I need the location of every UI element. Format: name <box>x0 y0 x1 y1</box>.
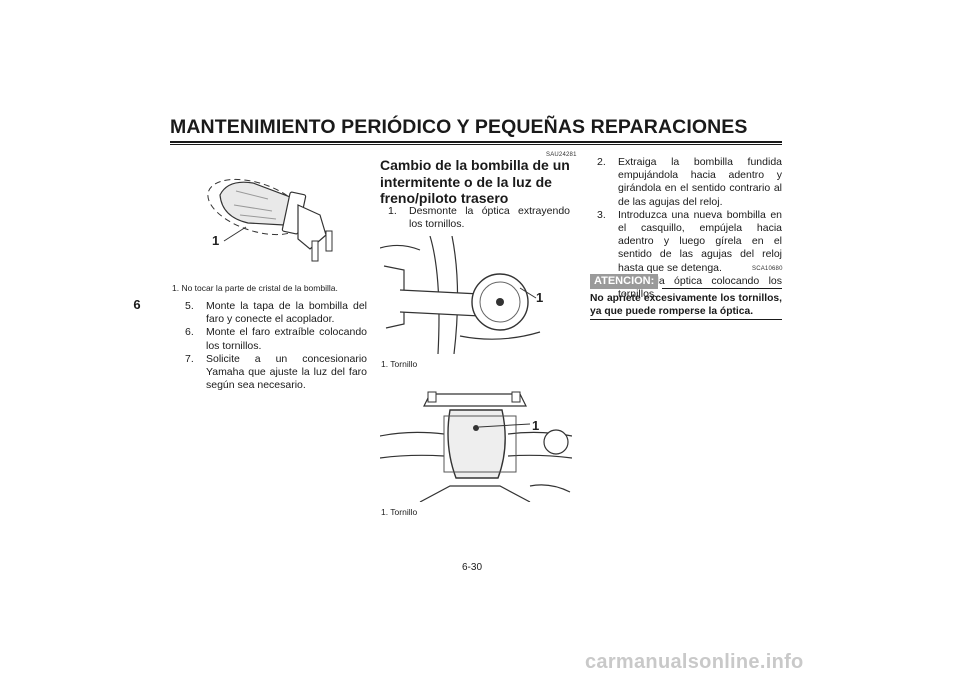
step-number: 6. <box>185 326 194 339</box>
caution-text: No apriete excesivamente los tornillos, … <box>590 293 782 317</box>
turn-signal-callout: 1 <box>536 290 544 305</box>
headlight-callout: 1 <box>212 233 220 248</box>
step-text: Monte la tapa de la bombilla del faro y … <box>206 300 367 326</box>
list-item: 3. Introduzca una nueva bombilla en el ca… <box>597 209 782 275</box>
tail-light-callout: 1 <box>532 418 540 433</box>
step-number: 3. <box>597 208 606 221</box>
header-rule <box>170 141 782 143</box>
step-text: Solicite a un concesionario Yamaha que a… <box>206 352 367 392</box>
tail-light-figure <box>380 391 572 502</box>
caution-rule <box>662 288 782 289</box>
headlight-bulb-figure <box>207 178 333 262</box>
page-title: MANTENIMIENTO PERIÓDICO Y PEQUEÑAS REPAR… <box>170 116 748 138</box>
step-number: 1. <box>388 205 397 217</box>
caution-code: SCA10680 <box>752 266 783 272</box>
section-code: SAU24281 <box>546 152 577 158</box>
step-number: 5. <box>185 300 194 312</box>
step-number: 2. <box>597 156 606 168</box>
step-text: Introduzca una nueva bombilla en el casq… <box>618 208 782 274</box>
list-item: 1. Desmonte la óptica extrayendo los torn… <box>388 205 570 231</box>
caution-bottom-rule <box>590 319 782 320</box>
tail-light-caption: 1. Tornillo <box>381 507 418 517</box>
headlight-caption: 1. No tocar la parte de cristal de la bo… <box>172 283 338 293</box>
chapter-tab: 6 <box>133 297 141 312</box>
list-item: 2. Extraiga la bombilla fundida empujándo… <box>597 156 782 209</box>
step-number: 7. <box>185 352 194 365</box>
turn-signal-steps: 1. Desmonte la óptica extrayendo los torn… <box>388 205 570 231</box>
header-rule-thin <box>170 144 782 145</box>
headlight-steps: 5. Monte la tapa de la bombilla del faro … <box>185 300 367 392</box>
list-item: 6. Monte el faro extraíble colocando los … <box>185 326 367 352</box>
watermark: carmanualsonline.info <box>585 651 804 673</box>
bulb-replacement-steps: 2. Extraiga la bombilla fundida empujándo… <box>597 156 782 301</box>
list-item: 5. Monte la tapa de la bombilla del faro … <box>185 300 367 326</box>
step-text: Monte la óptica colocando los tornillos. <box>618 274 782 301</box>
page-number: 6-30 <box>462 562 483 573</box>
turn-signal-figure <box>380 236 541 354</box>
turn-signal-caption: 1. Tornillo <box>381 359 418 369</box>
section-title: Cambio de la bombilla de un intermitente… <box>380 157 570 206</box>
step-text: Extraiga la bombilla fundida empujándola… <box>618 156 782 208</box>
caution-label: ATENCION: <box>590 274 659 289</box>
step-text: Monte el faro extraíble colocando los to… <box>206 326 367 352</box>
step-text: Desmonte la óptica extrayendo los tornil… <box>409 205 570 231</box>
list-item: 7. Solicite a un concesionario Yamaha que… <box>185 353 367 393</box>
